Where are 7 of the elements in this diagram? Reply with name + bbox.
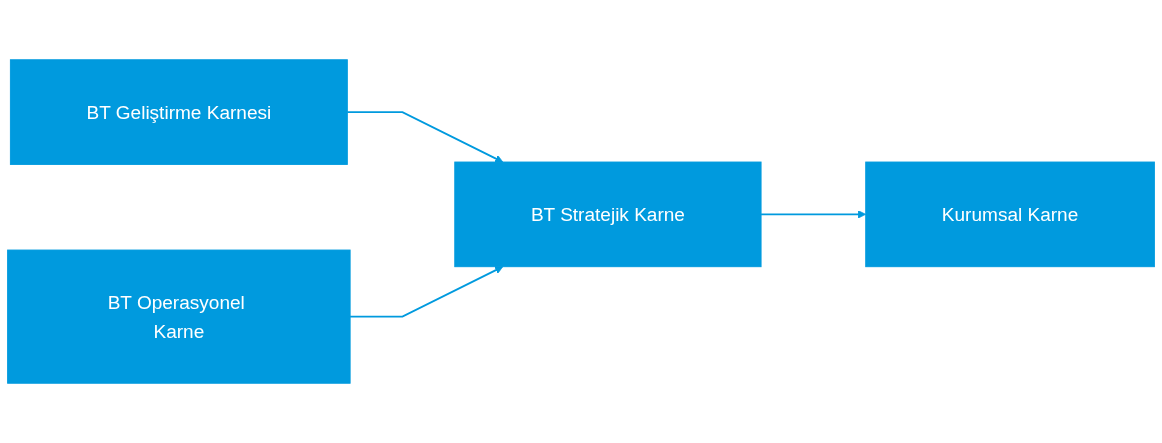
node-box: BT Operasyonel Karne — [7, 249, 351, 384]
arrow — [349, 266, 504, 318]
node-box: BT Geliştirme Karnesi — [9, 59, 348, 165]
node-box: Kurumsal Karne — [865, 161, 1155, 268]
arrow — [760, 210, 867, 219]
node-box: BT Stratejik Karne — [454, 161, 762, 268]
arrow — [346, 111, 504, 163]
